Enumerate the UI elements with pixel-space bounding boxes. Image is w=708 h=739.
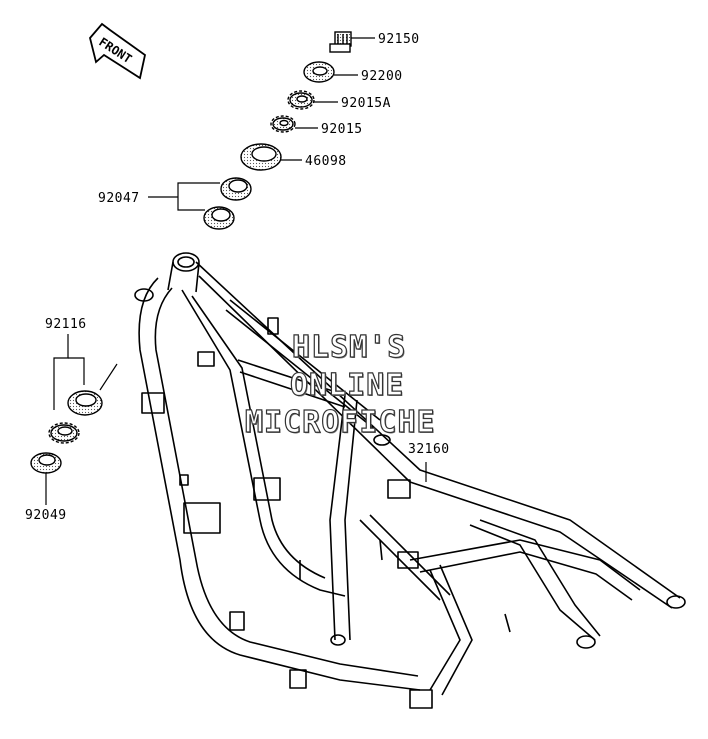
part-number-92200: 92200 bbox=[361, 69, 403, 84]
front-direction-arrow-icon: FRONT bbox=[89, 22, 147, 80]
bearing-92047-icon bbox=[203, 177, 252, 230]
part-number-92049: 92049 bbox=[25, 508, 67, 523]
nut-92015-icon bbox=[270, 115, 296, 133]
watermark-line-3: MICROFICHE bbox=[244, 404, 436, 440]
part-number-92047: 92047 bbox=[98, 191, 140, 206]
part-number-32160: 32160 bbox=[408, 442, 450, 457]
seal-92049-icon bbox=[30, 452, 62, 474]
nut-92015A-icon bbox=[287, 90, 315, 110]
bolt-92150-icon bbox=[329, 31, 352, 53]
lower-bearing-92116-icon bbox=[48, 390, 103, 444]
part-number-92116: 92116 bbox=[45, 317, 87, 332]
part-number-92150: 92150 bbox=[378, 32, 420, 47]
washer-92200-icon bbox=[303, 61, 335, 83]
bearing-cover-46098-icon bbox=[240, 143, 282, 171]
watermark-line-1: HLSM'S bbox=[291, 329, 407, 365]
watermark-line-2: ONLINE bbox=[289, 367, 405, 403]
part-number-92015: 92015 bbox=[321, 122, 363, 137]
part-number-46098: 46098 bbox=[305, 154, 347, 169]
part-number-92015A: 92015A bbox=[341, 96, 391, 111]
frame-32160-icon bbox=[134, 252, 686, 709]
